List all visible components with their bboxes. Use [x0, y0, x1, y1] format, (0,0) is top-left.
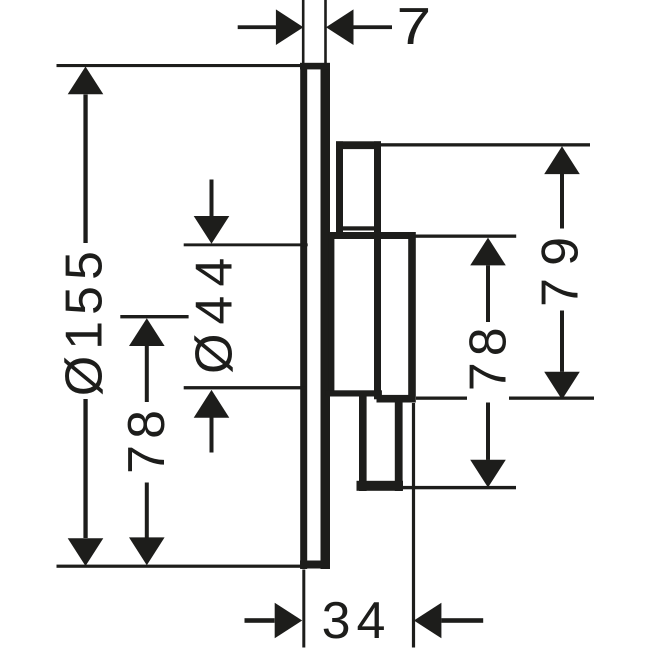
- svg-text:78: 78: [460, 321, 518, 391]
- svg-text:79: 79: [532, 225, 590, 307]
- svg-text:7: 7: [397, 0, 439, 56]
- svg-text:78: 78: [118, 404, 176, 474]
- svg-text:Ø44: Ø44: [186, 249, 244, 374]
- svg-text:34: 34: [322, 592, 392, 650]
- svg-text:Ø155: Ø155: [55, 245, 113, 396]
